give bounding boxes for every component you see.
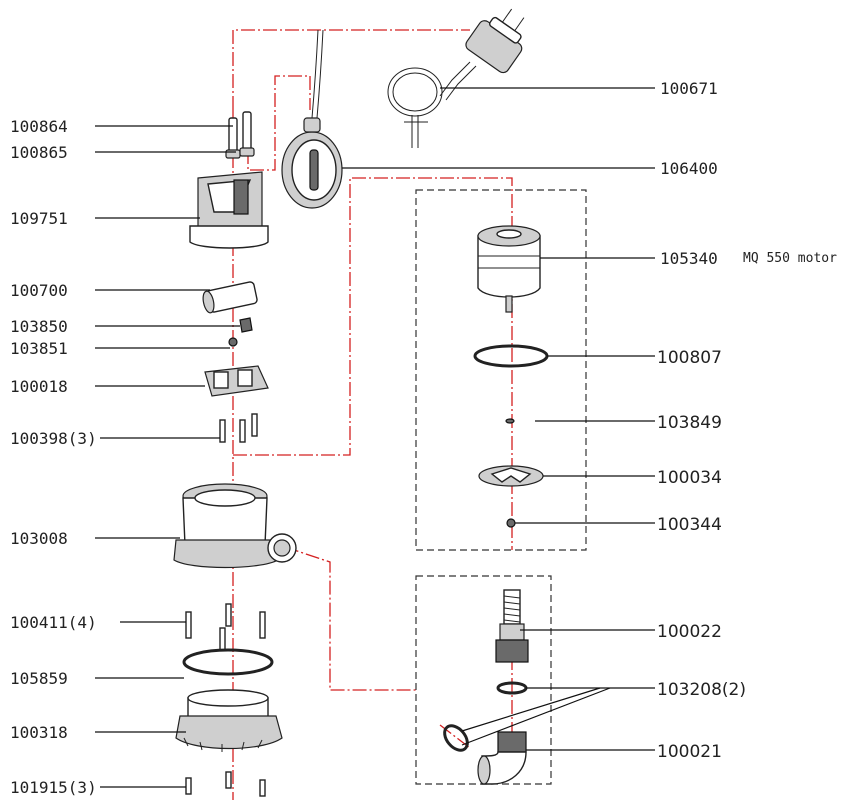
label-100022: 100022 [657, 622, 722, 642]
nut-100344-part [506, 518, 516, 528]
label-100865: 100865 [10, 143, 68, 162]
assembly-axis-lines [232, 29, 513, 800]
screws-100411-part [185, 603, 266, 651]
float-switch-part [281, 117, 343, 209]
elbow-part [477, 731, 527, 785]
label-103850: 103850 [10, 317, 68, 336]
leader-lines [95, 87, 655, 788]
o-ring-105859-part [182, 648, 274, 676]
label-103008: 103008 [10, 529, 68, 548]
washer-103849-part [505, 418, 515, 424]
top-screws-part [225, 111, 255, 159]
label-105859: 105859 [10, 669, 68, 688]
label-100018: 100018 [10, 377, 68, 396]
screws-101915-part [185, 771, 266, 797]
label-100671: 100671 [660, 79, 718, 98]
capacitor-part [202, 281, 258, 314]
motor-part [477, 225, 541, 313]
motor-assembly-box [415, 189, 587, 551]
o-ring-100807-part [473, 344, 549, 368]
label-103851: 103851 [10, 339, 68, 358]
plug-cable-part [311, 8, 525, 148]
label-100344: 100344 [657, 515, 722, 535]
outlet-fitting-part [495, 589, 529, 663]
label-100411: 100411(4) [10, 613, 97, 632]
label-106400: 106400 [660, 159, 718, 178]
label-100021: 100021 [657, 742, 722, 762]
label-100318: 100318 [10, 723, 68, 742]
label-105340: 105340 [660, 249, 718, 268]
label-101915: 101915(3) [10, 778, 97, 797]
motor-note: MQ 550 motor [743, 251, 837, 266]
switch-holder-part [204, 365, 269, 397]
impeller-part [478, 465, 544, 487]
top-cap-part [189, 171, 269, 249]
pump-housing-part [173, 483, 297, 569]
label-100700: 100700 [10, 281, 68, 300]
label-100864: 100864 [10, 117, 68, 136]
screws-100398-part [219, 413, 258, 443]
label-100398: 100398(3) [10, 429, 97, 448]
bottom-base-part [175, 689, 283, 752]
label-103849: 103849 [657, 413, 722, 433]
label-103208: 103208(2) [657, 680, 746, 700]
outlet-assembly-box [415, 575, 552, 785]
small-clips-part [228, 317, 253, 347]
o-ring-103208-lower-part [443, 724, 469, 752]
label-100807: 100807 [657, 348, 722, 368]
label-100034: 100034 [657, 468, 722, 488]
label-109751: 109751 [10, 209, 68, 228]
